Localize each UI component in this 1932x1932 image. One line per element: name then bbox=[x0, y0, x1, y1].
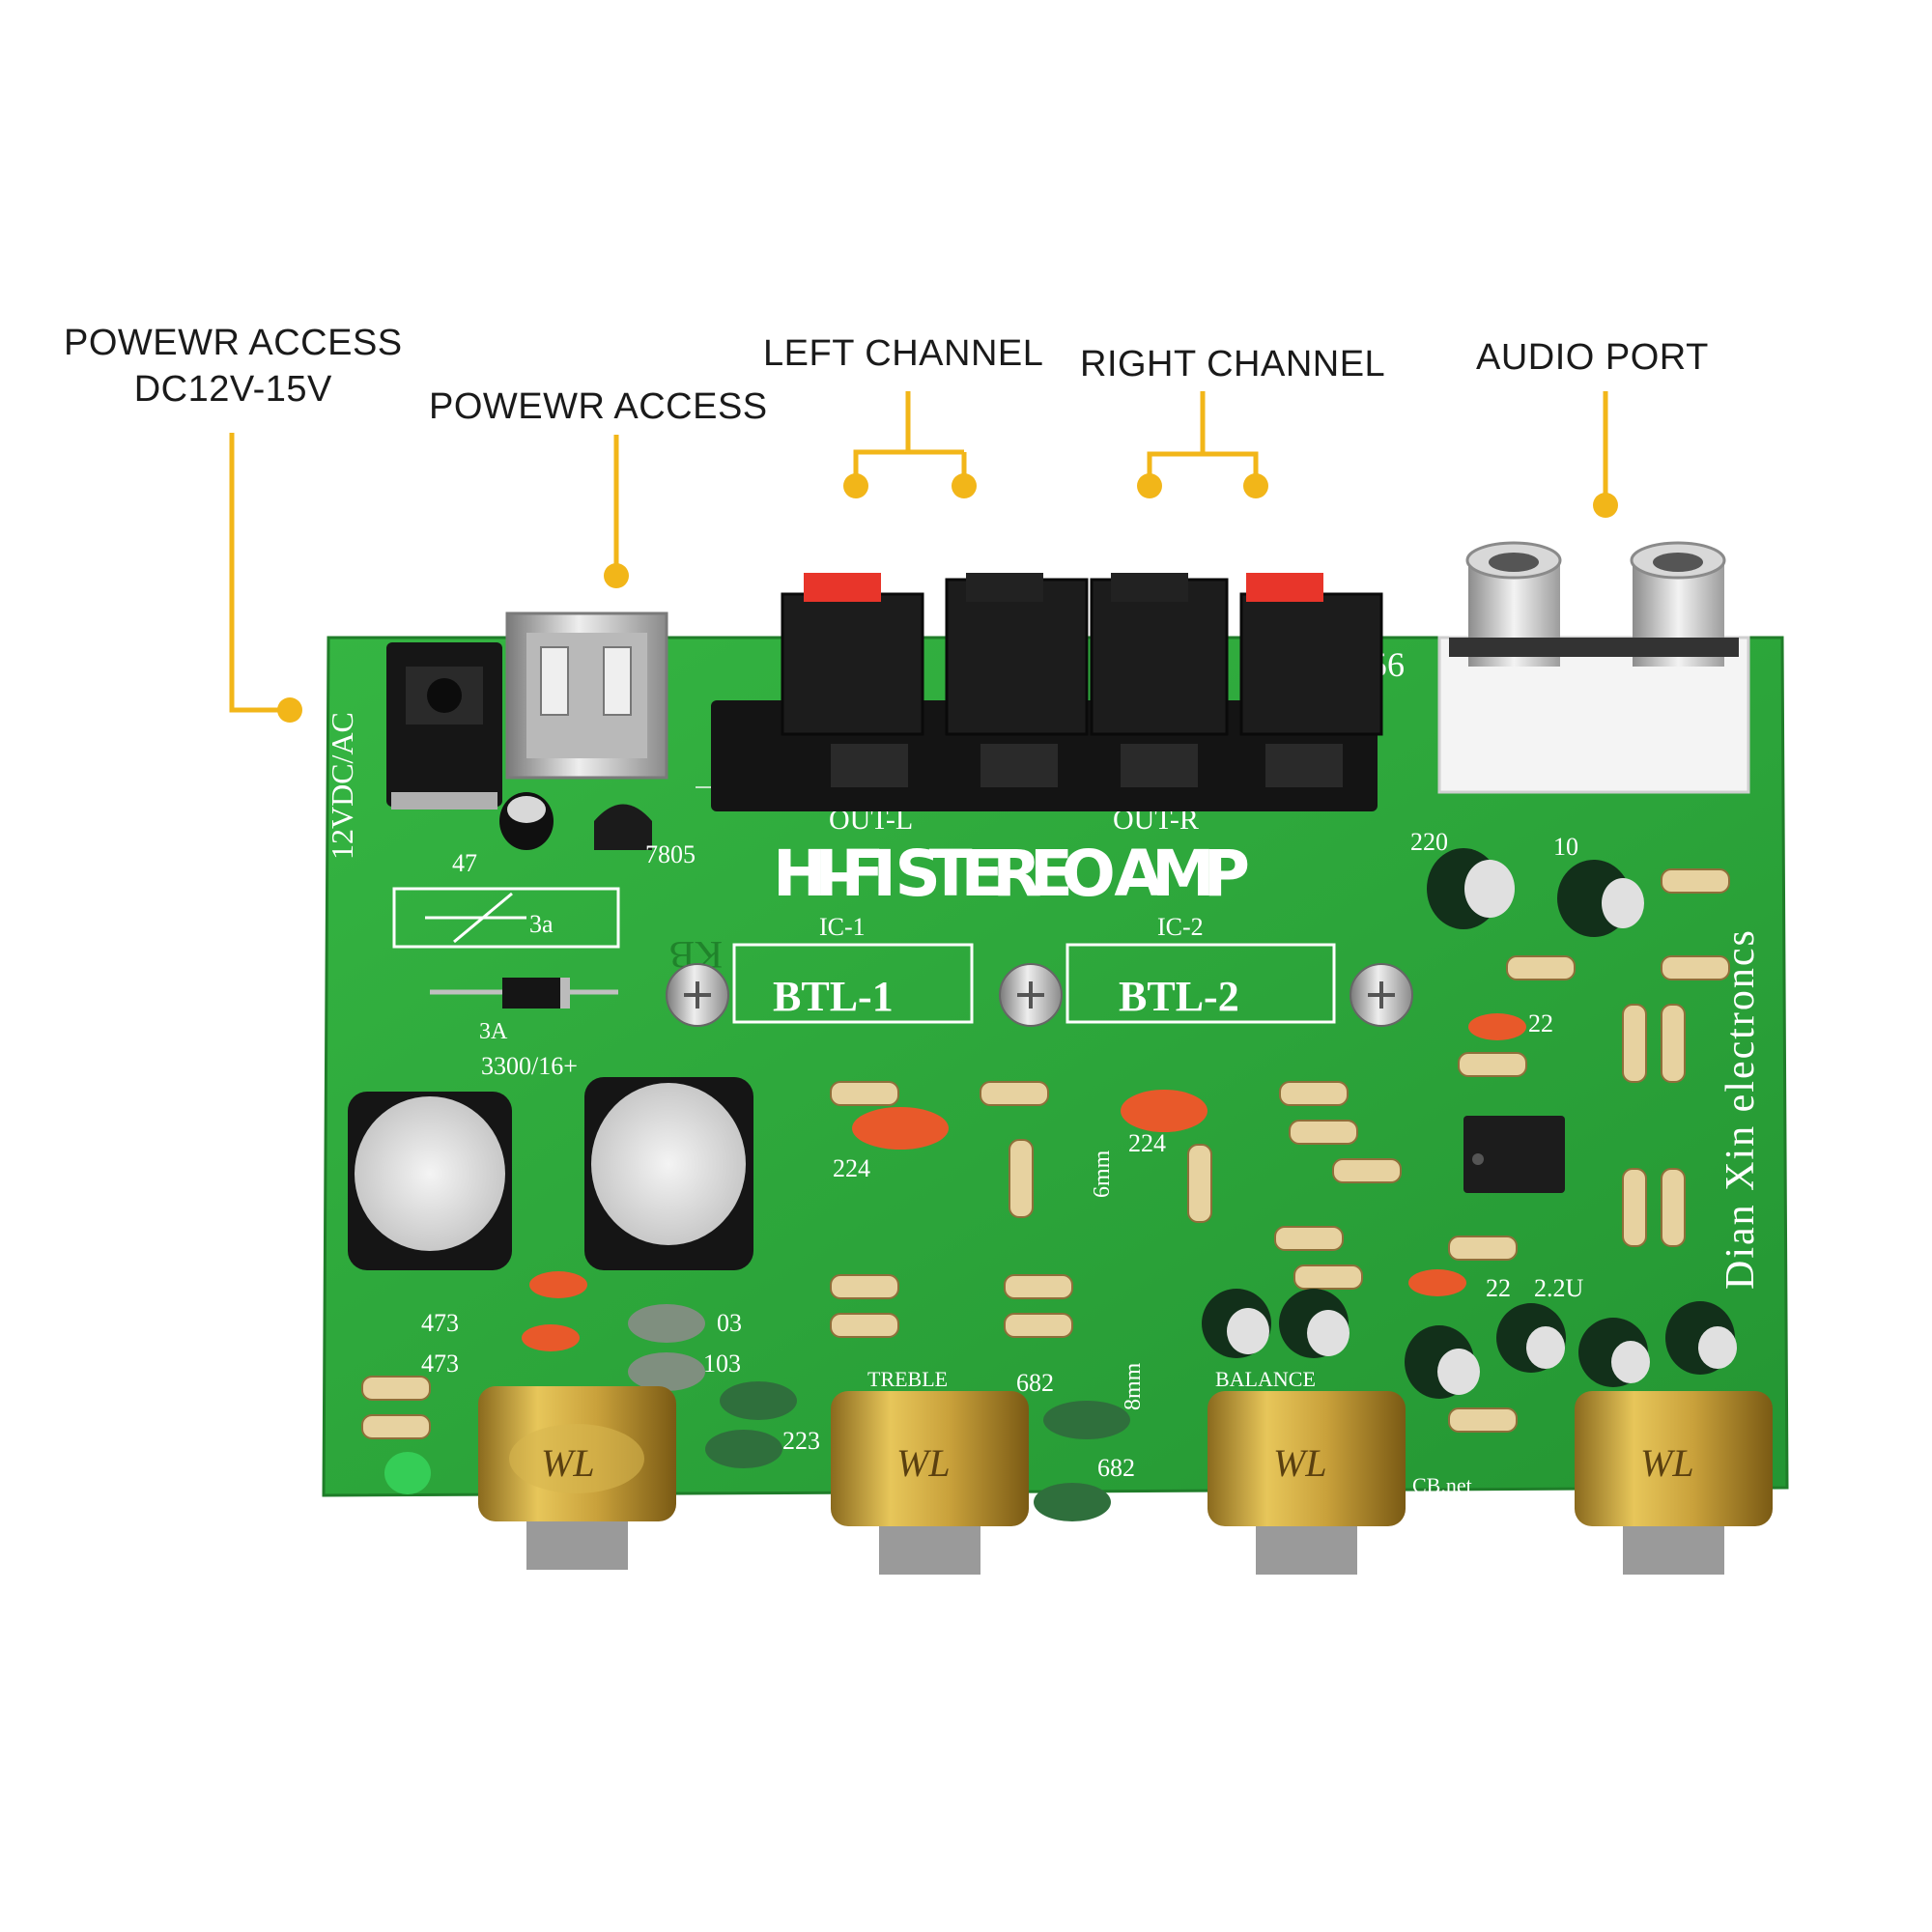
terminal-left-red bbox=[804, 573, 881, 602]
pot-brand-3: WL bbox=[1273, 1441, 1327, 1485]
board-cap-22a: 22 bbox=[1528, 1009, 1553, 1037]
btl1-box bbox=[732, 943, 974, 1024]
dot-power-usb bbox=[604, 563, 629, 588]
callout-left-channel: LEFT CHANNEL bbox=[763, 333, 1044, 374]
diode: 3A bbox=[430, 978, 618, 1044]
pot-volume: WL bbox=[478, 1386, 676, 1570]
opamp-chip bbox=[1463, 1116, 1565, 1193]
dot-left-b bbox=[952, 473, 977, 498]
potentiometers: WL WL WL WL bbox=[478, 1386, 1773, 1575]
board-ic1-label: IC-1 bbox=[819, 913, 866, 941]
board-diode-label: 3A bbox=[479, 1019, 508, 1044]
board-cap-473a: 473 bbox=[421, 1309, 459, 1337]
terminal-left-black bbox=[966, 573, 1043, 602]
board-cap-682a: 682 bbox=[1016, 1369, 1054, 1397]
board-cap-47: 47 bbox=[452, 849, 477, 877]
board-btl2: BTL-2 bbox=[1119, 973, 1239, 1020]
usb-port bbox=[505, 611, 668, 780]
dot-audio bbox=[1593, 493, 1618, 518]
dot-left-a bbox=[843, 473, 868, 498]
leader-right-channel bbox=[1147, 391, 1206, 486]
silkscreen-labels: 220 10 22 22 2.2U 224 224 473 473 03 103… bbox=[421, 828, 1763, 1497]
pot-bass: WL bbox=[1575, 1391, 1773, 1575]
board-cap-103b: 103 bbox=[703, 1350, 741, 1378]
board-cap-22u: 2.2U bbox=[1534, 1274, 1584, 1302]
board-regulator: 7805 bbox=[645, 840, 696, 868]
ceramic-caps bbox=[522, 1013, 1526, 1351]
pot-brand-4: WL bbox=[1640, 1441, 1694, 1485]
board-cap-224a: 224 bbox=[833, 1154, 870, 1182]
main-filter-capacitors: 3300/16+ bbox=[348, 1052, 753, 1270]
board-treble: TREBLE bbox=[867, 1367, 948, 1391]
board-cap-10: 10 bbox=[1553, 833, 1578, 861]
resistors bbox=[361, 868, 1730, 1439]
callout-power-dc: POWEWR ACCESS DC12V-15V bbox=[64, 321, 403, 412]
board-cap-103a: 03 bbox=[717, 1309, 742, 1337]
callout-right-channel: RIGHT CHANNEL bbox=[1080, 344, 1386, 384]
fuse: 3a bbox=[392, 887, 620, 949]
board-fuse-label: 3a bbox=[529, 910, 554, 938]
callout-power-dc-line1: POWEWR ACCESS bbox=[64, 323, 403, 363]
terminal-right-black bbox=[1111, 573, 1188, 602]
board-ic2-label: IC-2 bbox=[1157, 913, 1204, 941]
board-voltage-label: 12VDC/AC bbox=[325, 712, 359, 860]
board-balance: BALANCE bbox=[1215, 1367, 1316, 1391]
cap-47: 47 bbox=[452, 792, 554, 877]
board-brand: Dian Xin electroncs bbox=[1719, 928, 1763, 1290]
leader-left-channel bbox=[853, 391, 911, 486]
callout-power-usb: POWEWR ACCESS bbox=[429, 386, 768, 427]
dc-power-jack bbox=[386, 642, 502, 810]
dot-right-a bbox=[1137, 473, 1162, 498]
board-cap-223: 223 bbox=[782, 1427, 820, 1455]
pot-balance: WL bbox=[1208, 1391, 1406, 1575]
regulator-7805: 7805 bbox=[594, 804, 696, 868]
board-cap-224b: 224 bbox=[1128, 1129, 1166, 1157]
board-mm6: 6mm bbox=[1090, 1150, 1115, 1198]
dot-right-b bbox=[1243, 473, 1268, 498]
board-btl1: BTL-1 bbox=[773, 973, 894, 1020]
pot-brand-2: WL bbox=[896, 1441, 951, 1485]
leader-power-dc bbox=[229, 433, 290, 713]
led bbox=[384, 1452, 431, 1494]
pot-brand-1: WL bbox=[541, 1441, 595, 1485]
callout-power-dc-line2: DC12V-15V bbox=[133, 368, 332, 410]
board-cap-473b: 473 bbox=[421, 1350, 459, 1378]
board-cap-22b: 22 bbox=[1486, 1274, 1511, 1302]
board-web: CB.net bbox=[1412, 1473, 1472, 1497]
board-main-caps: 3300/16+ bbox=[481, 1052, 578, 1080]
board-cap-682b: 682 bbox=[1097, 1454, 1135, 1482]
rca-audio-jacks bbox=[1437, 541, 1750, 794]
pot-treble: WL bbox=[831, 1391, 1029, 1575]
callout-dots bbox=[277, 473, 1618, 723]
board-mm8: 8mm bbox=[1121, 1362, 1146, 1410]
pcb-board: HI-FI STEREO AMP 12VDC/AC 56 KB OUT-L OU… bbox=[322, 541, 1789, 1575]
board-title: HI-FI STEREO AMP bbox=[773, 837, 1256, 911]
terminal-right-red bbox=[1246, 573, 1323, 602]
btl2-box bbox=[1065, 943, 1336, 1024]
screws bbox=[666, 963, 1413, 1027]
speaker-terminal-block bbox=[711, 573, 1383, 811]
green-caps bbox=[628, 1304, 1130, 1521]
small-electrolytic-caps bbox=[1202, 848, 1737, 1399]
dot-power-dc bbox=[277, 697, 302, 723]
callout-audio-port: AUDIO PORT bbox=[1476, 337, 1709, 378]
board-cap-220: 220 bbox=[1410, 828, 1448, 856]
